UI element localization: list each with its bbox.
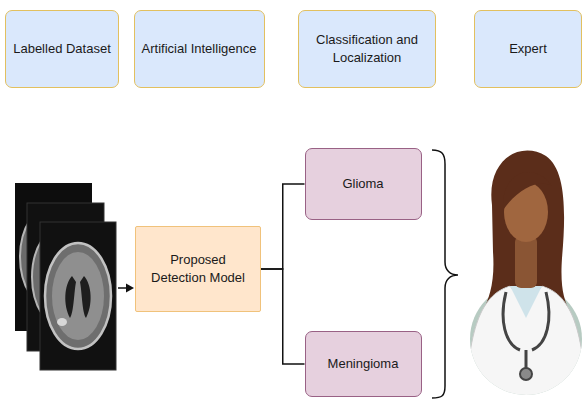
process-box: Proposed Detection Model: [135, 226, 261, 312]
mri-stack: [15, 183, 116, 370]
box-label: Labelled Dataset: [13, 40, 111, 58]
curly-brace: [432, 150, 458, 398]
stage-box: Labelled Dataset: [5, 10, 119, 88]
box-label: Expert: [509, 40, 547, 58]
box-label: Meningioma: [328, 355, 399, 373]
stage-box: Artificial Intelligence: [134, 10, 265, 88]
box-label: Artificial Intelligence: [142, 40, 257, 58]
box-label: Glioma: [342, 175, 383, 193]
box-label: Proposed Detection Model: [142, 251, 254, 286]
brace-connector: [261, 184, 305, 269]
stage-box: Expert: [474, 10, 582, 88]
box-label: Classification and Localization: [305, 31, 429, 66]
class-box: Meningioma: [305, 331, 422, 397]
class-box: Glioma: [305, 148, 422, 220]
mri-slice: [40, 222, 116, 370]
doctor-figure: [466, 151, 584, 403]
stage-box: Classification and Localization: [298, 10, 436, 88]
input-arrow: [118, 284, 134, 293]
brace-connector: [261, 269, 305, 364]
